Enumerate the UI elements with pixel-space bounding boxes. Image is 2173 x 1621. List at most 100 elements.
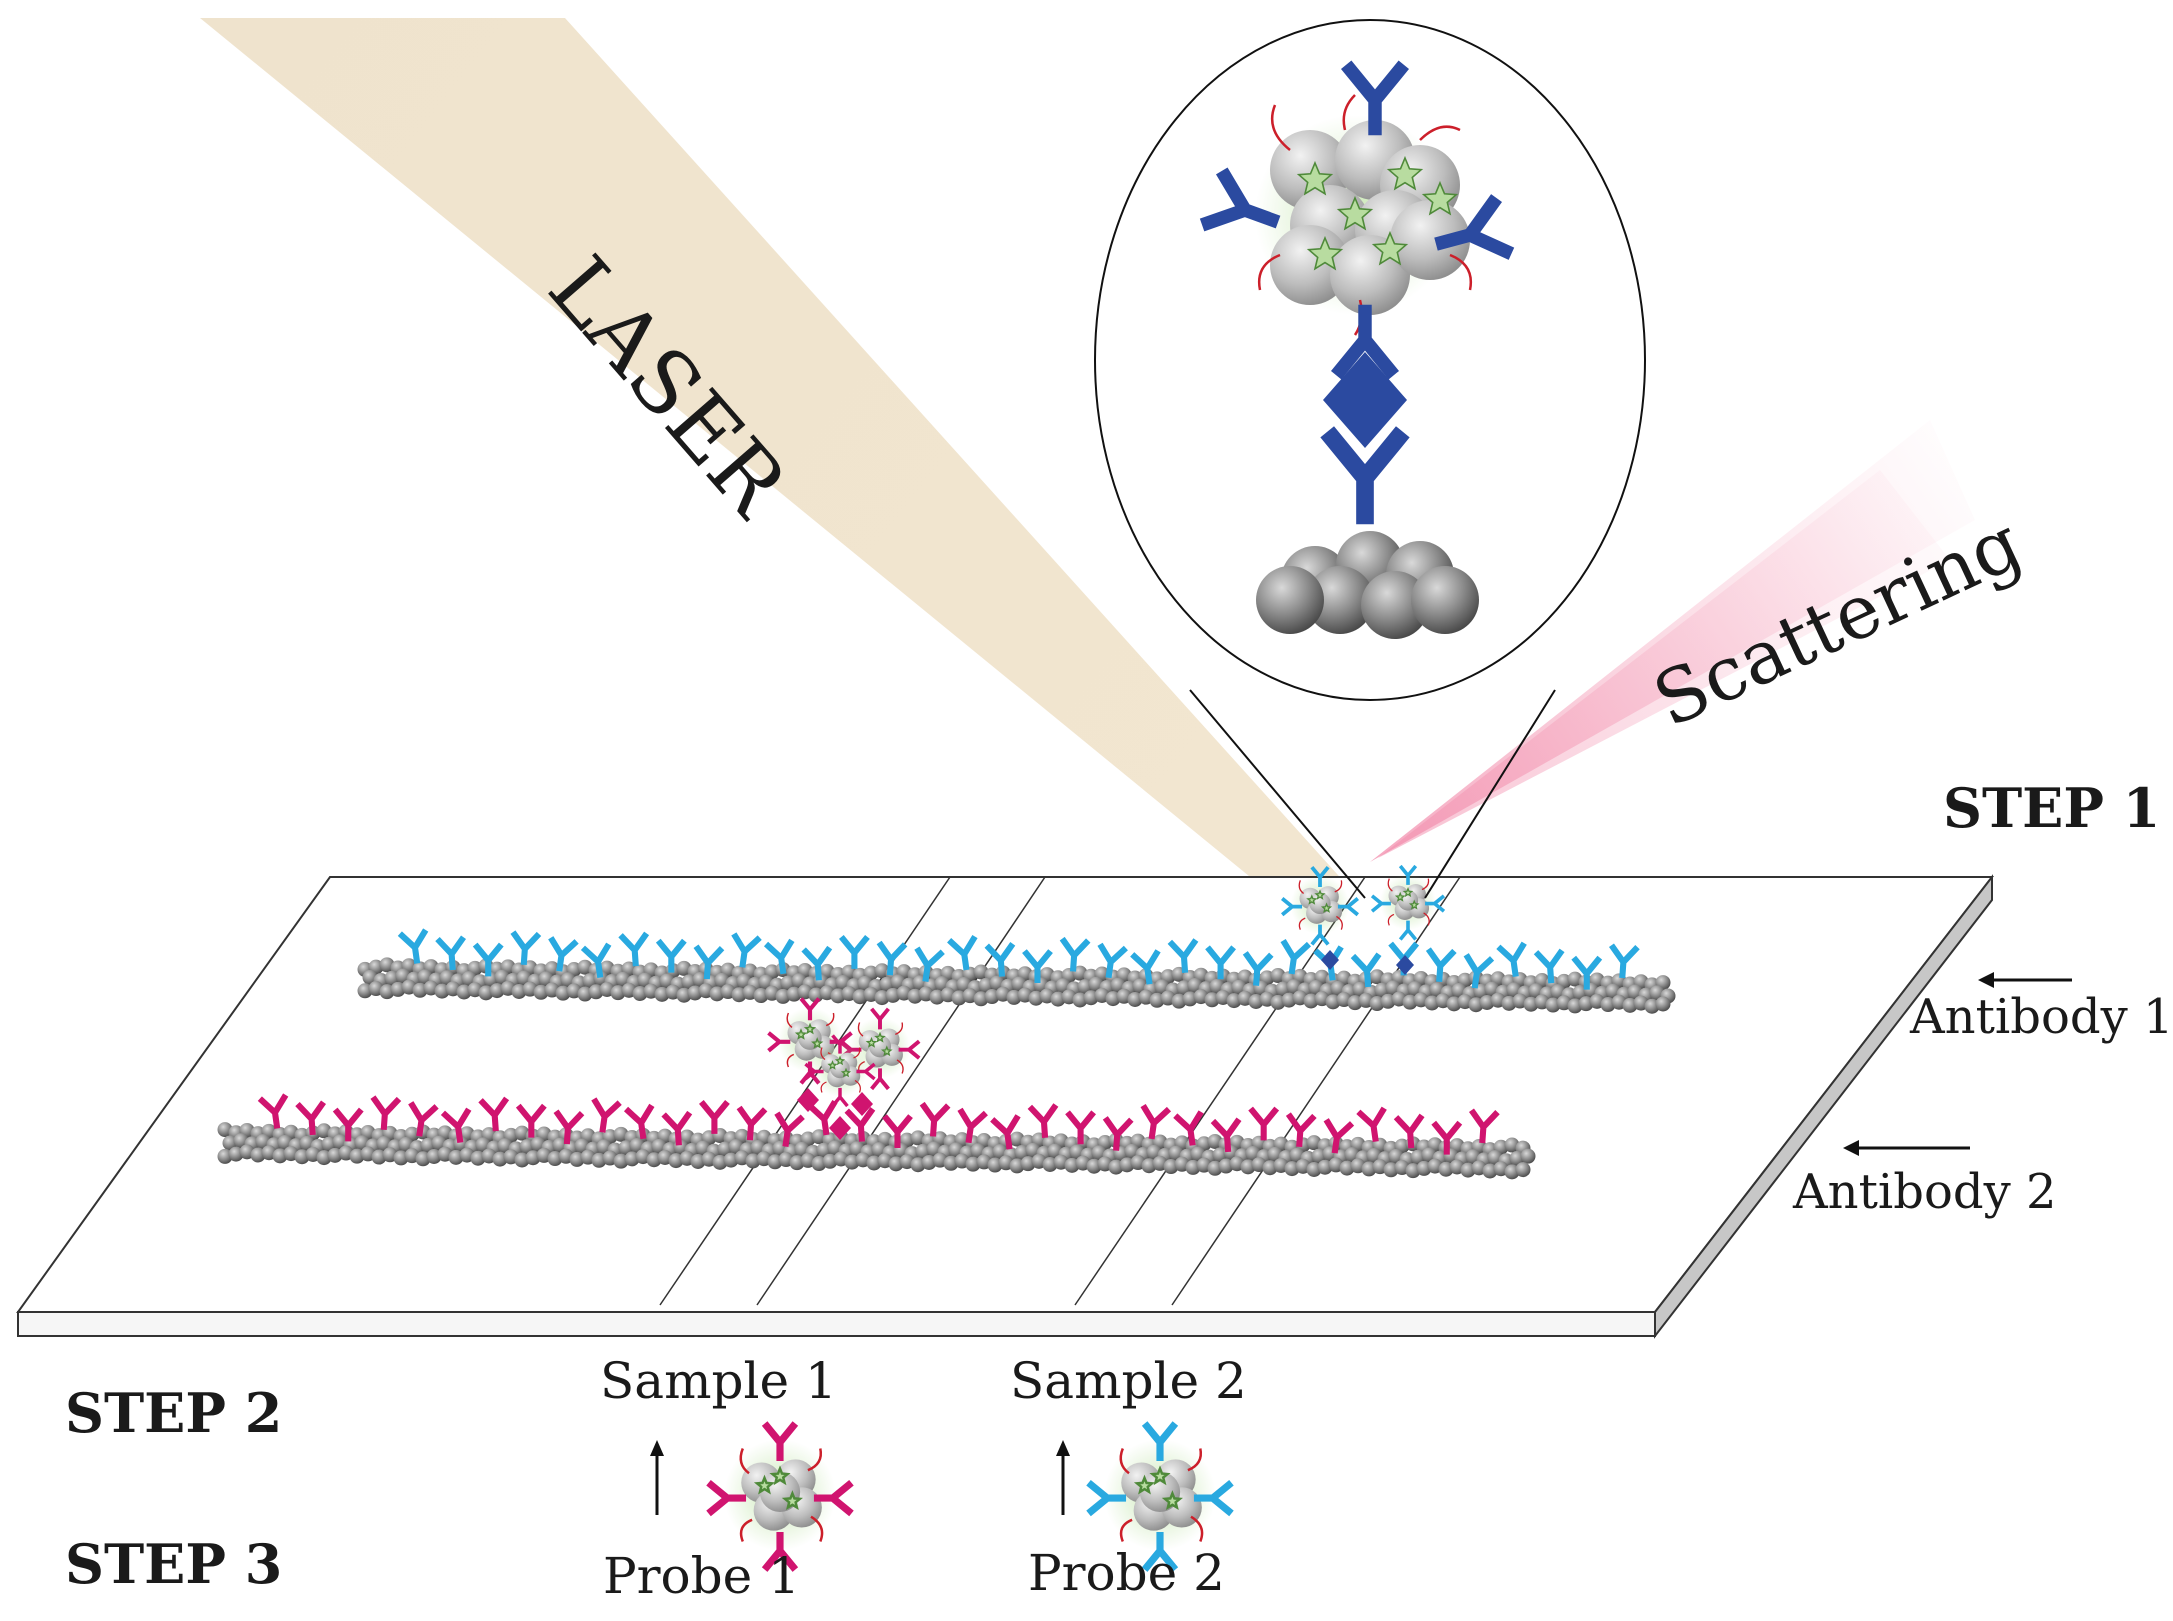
fluorophore-star-icon bbox=[781, 1490, 803, 1510]
test-strip bbox=[16, 874, 1995, 1339]
antibody-y-icon bbox=[1533, 948, 1565, 984]
antibody-y-icon bbox=[1370, 894, 1391, 913]
antibody-y-icon bbox=[623, 1103, 655, 1140]
antibody-y-icon bbox=[919, 1101, 951, 1137]
antibody-y-icon bbox=[1167, 938, 1199, 973]
antibody-y-icon bbox=[397, 928, 429, 964]
fluorophore-star-icon bbox=[865, 1036, 878, 1048]
antibody-y-icon bbox=[408, 1101, 439, 1137]
antibody-y-icon bbox=[661, 1110, 693, 1146]
antibody-y-icon bbox=[1086, 1479, 1127, 1517]
antibody-y-icon bbox=[1496, 941, 1527, 978]
step1-label: STEP 1 bbox=[1943, 776, 2160, 840]
antibody-y-icon bbox=[763, 938, 795, 975]
fluorophore-star-icon bbox=[827, 1060, 838, 1070]
fluorophore-star-icon bbox=[1421, 180, 1459, 216]
zoom-antibody-bottom-probe bbox=[1330, 304, 1400, 380]
bound-probe-magenta-3 bbox=[804, 1034, 876, 1108]
fluorophore-star-icon bbox=[1371, 230, 1409, 266]
zoom-leader-left bbox=[1189, 689, 1366, 899]
antibody-y-icon bbox=[831, 1087, 849, 1108]
antibody-y-icon bbox=[736, 1105, 768, 1141]
antibody-y-icon bbox=[839, 934, 870, 969]
antibody-y-icon bbox=[799, 997, 821, 1021]
antibody-y-icon bbox=[1398, 864, 1418, 885]
antibody-y-icon bbox=[767, 1031, 791, 1053]
antibody-y-icon bbox=[1140, 1103, 1172, 1140]
antibody-y-icon bbox=[1280, 897, 1303, 917]
antibody-y-icon bbox=[1141, 1421, 1179, 1462]
antibody-y-icon bbox=[807, 1099, 838, 1136]
antibody-y-icon bbox=[870, 1007, 890, 1030]
strip-side-edge bbox=[1654, 874, 1993, 1339]
antibody-y-icon bbox=[1193, 1479, 1234, 1517]
arrow-antibody2-head bbox=[1843, 1140, 1859, 1156]
antibody-y-icon bbox=[1398, 920, 1418, 941]
antibody-y-icon bbox=[1027, 1103, 1059, 1138]
antibody-y-icon bbox=[655, 938, 687, 973]
antibody-y-icon bbox=[882, 1114, 913, 1149]
laser-beam bbox=[200, 18, 1365, 930]
fluorophore-star-icon bbox=[1133, 1474, 1156, 1495]
antibody-y-icon bbox=[1571, 955, 1603, 990]
antibody-y-icon bbox=[440, 1107, 472, 1144]
antibody-bands bbox=[217, 928, 1676, 1180]
antibody-y-icon bbox=[761, 1421, 799, 1462]
antibody-y-icon bbox=[898, 1039, 921, 1060]
strip-front-edge bbox=[17, 1311, 1656, 1337]
fluorophore-star-icon bbox=[1386, 155, 1424, 191]
antibody-y-icon bbox=[1463, 953, 1495, 989]
antibody-y-icon bbox=[876, 940, 908, 976]
zoom-leader-right bbox=[1424, 689, 1556, 899]
antibody-y-icon bbox=[1248, 1106, 1280, 1141]
legend-icons bbox=[706, 1421, 1234, 1572]
antibody-y-icon bbox=[1285, 1112, 1317, 1148]
antibody-y-icon bbox=[591, 1097, 622, 1133]
probe2-icon bbox=[1086, 1421, 1234, 1572]
sample2-lane-left bbox=[1074, 876, 1366, 1306]
antibody-y-icon bbox=[1323, 1118, 1355, 1154]
antibody-y-icon bbox=[947, 934, 978, 971]
antibody-y-icon bbox=[1097, 942, 1128, 979]
bound-probe-blue-2 bbox=[1370, 864, 1446, 941]
antibody-y-icon bbox=[801, 945, 833, 981]
fluorophore-star-icon bbox=[874, 1031, 886, 1043]
antibody-y-icon bbox=[984, 942, 1016, 977]
zoom-callout bbox=[1094, 19, 1646, 899]
fluorophore-star-icon bbox=[1161, 1490, 1183, 1510]
antigen-diamond-icon bbox=[1321, 950, 1339, 970]
antibody-y-icon bbox=[731, 932, 762, 968]
fluorophore-star-icon bbox=[1336, 195, 1374, 231]
antibody-y-icon bbox=[699, 1099, 730, 1134]
antibody-y-icon bbox=[1130, 949, 1161, 985]
antibody-y-icon bbox=[1059, 936, 1091, 972]
zoom-antibody-left bbox=[1199, 167, 1281, 232]
sample1-label: Sample 1 bbox=[600, 1352, 837, 1410]
fluorophore-star-icon bbox=[753, 1474, 776, 1495]
arrow-probe1-head bbox=[650, 1440, 664, 1456]
antibody-y-icon bbox=[761, 1532, 799, 1572]
bound-probe-blue-1 bbox=[1280, 865, 1360, 946]
probe1-icon bbox=[706, 1421, 854, 1572]
antibody-y-icon bbox=[804, 1062, 824, 1081]
fluorophore-star-icon bbox=[1408, 899, 1420, 910]
fluorophore-star-icon bbox=[1296, 160, 1334, 196]
fluorophore-star-icon bbox=[1394, 891, 1406, 902]
fluorophore-star-icon bbox=[880, 1045, 893, 1057]
antibody-y-icon bbox=[1350, 952, 1382, 988]
antibody-y-icon bbox=[1242, 951, 1274, 986]
antibody-y-icon bbox=[1022, 949, 1053, 984]
antibody-y-icon bbox=[1356, 1106, 1387, 1143]
probe2-label: Probe 2 bbox=[1028, 1544, 1225, 1602]
zoom-probe-cluster bbox=[1255, 94, 1473, 336]
fluorophore-star-icon bbox=[811, 1037, 824, 1049]
antibody-y-icon bbox=[553, 1109, 585, 1145]
arrow-probe2-head bbox=[1056, 1440, 1070, 1456]
antibody-y-icon bbox=[774, 1111, 805, 1147]
antibody-y-icon bbox=[1280, 938, 1312, 975]
antibody-y-icon bbox=[1425, 894, 1446, 913]
antibody-y-icon bbox=[580, 942, 612, 979]
fluorophore-star-icon bbox=[1320, 902, 1333, 913]
antibody-y-icon bbox=[1065, 1110, 1096, 1145]
antibody-y-icon bbox=[706, 1479, 747, 1517]
